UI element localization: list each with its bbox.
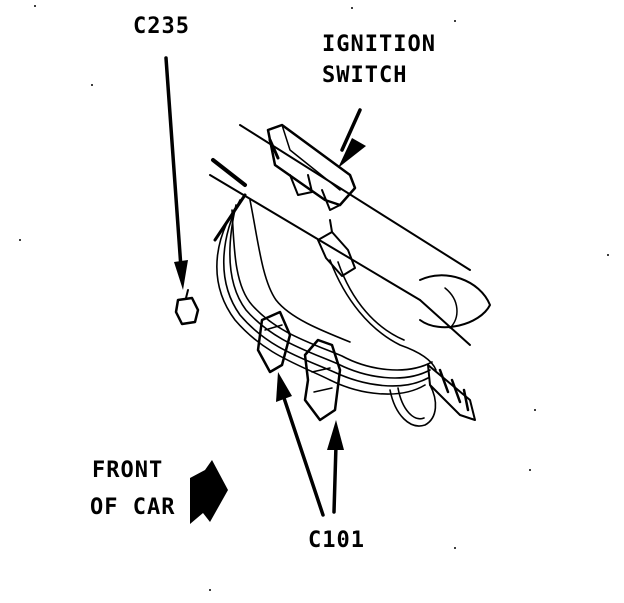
c101-connector-left [256,310,292,374]
c101-arrowhead-right [327,420,344,450]
c101-label: C101 [308,528,365,553]
ignition-switch-component [266,123,357,211]
c101-connector-right [303,338,342,422]
c101-arrowhead-left [276,372,292,402]
wiring-harness [213,193,437,427]
c235-connector [174,289,200,326]
c235-label: C235 [133,14,190,39]
scan-speckles [19,5,609,591]
ignition-arrowhead [338,138,366,168]
steering-column [209,124,491,346]
ignition-switch-label-line2: SWITCH [322,63,408,88]
front-of-car-label-line2: OF CAR [90,495,176,520]
switch-connector [317,219,356,277]
ignition-switch-label-line1: IGNITION [322,32,436,57]
front-of-car-arrow [190,460,228,524]
harness-wrap [427,364,476,421]
leader-lines [164,56,362,517]
c235-arrowhead [174,260,188,290]
front-of-car-label-line1: FRONT [92,458,164,483]
